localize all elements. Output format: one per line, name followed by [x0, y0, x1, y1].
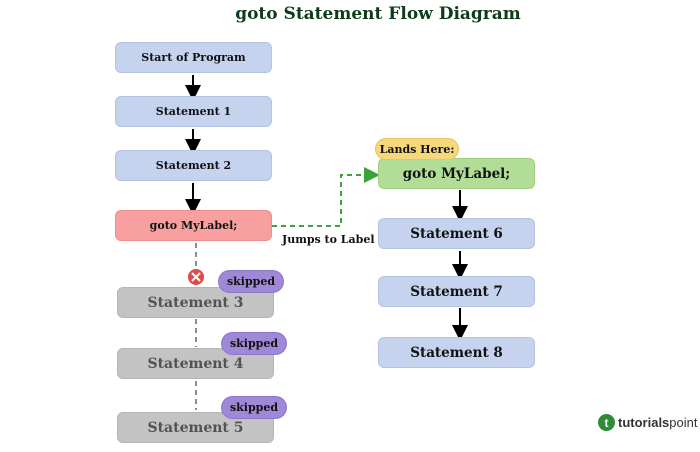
jump-arrow [272, 167, 380, 227]
logo-mark-icon: t [598, 414, 615, 431]
statement-2-box: Statement 2 [115, 150, 272, 181]
statement-6-box: Statement 6 [378, 218, 535, 249]
tutorialspoint-logo: t tutorialspoint [598, 414, 698, 431]
statement-8-box: Statement 8 [378, 337, 535, 368]
start-box: Start of Program [115, 42, 272, 73]
lands-here-badge: Lands Here: [375, 138, 459, 160]
logo-text: tutorialspoint [618, 415, 698, 430]
goto-box: goto MyLabel; [115, 210, 272, 241]
label-box: goto MyLabel; [378, 158, 535, 189]
skipped-badge: skipped [221, 396, 287, 419]
skipped-badge: skipped [218, 270, 284, 293]
skipped-badge: skipped [221, 332, 287, 355]
jump-label-text: Jumps to Label [282, 233, 375, 246]
statement-1-box: Statement 1 [115, 96, 272, 127]
diagram-title: goto Statement Flow Diagram [235, 4, 521, 24]
statement-7-box: Statement 7 [378, 276, 535, 307]
cross-icon [188, 269, 204, 285]
